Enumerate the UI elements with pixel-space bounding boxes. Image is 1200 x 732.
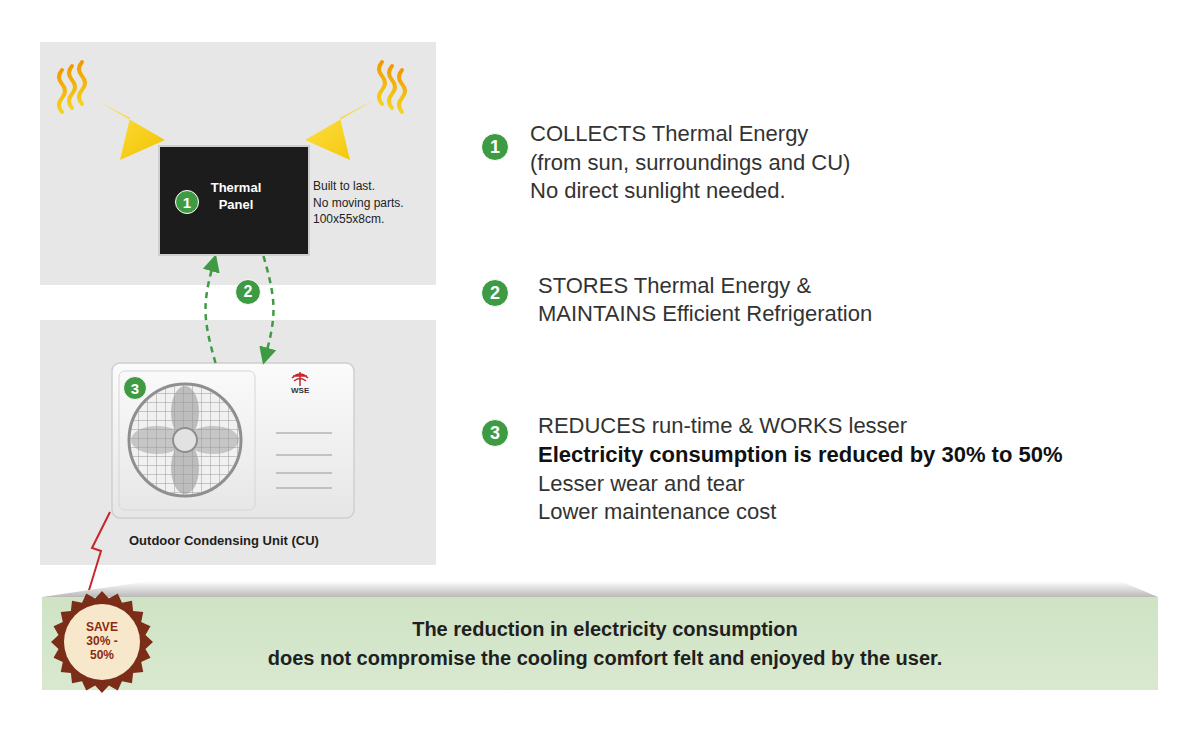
- save-badge: SAVE 30% - 50%: [50, 590, 154, 694]
- callout-number: 1: [490, 138, 500, 156]
- feature-text: Lesser wear and tear: [538, 471, 745, 496]
- node-text: Outdoor Condensing Unit (CU): [129, 533, 319, 548]
- callout-number: 3: [123, 376, 147, 400]
- callout-number: 2: [244, 284, 253, 300]
- feature-text: COLLECTS Thermal Energy: [530, 121, 808, 146]
- callout-number: 2: [481, 279, 509, 307]
- lightning-bolt: [86, 512, 110, 600]
- brand-logo-text: WSE: [291, 386, 309, 395]
- node-text: The reduction in electricity consumption: [402, 615, 798, 644]
- bottom-panel-ground: [40, 320, 436, 565]
- band-shelf: [42, 581, 1158, 597]
- callout-number: 1: [183, 195, 191, 210]
- feature-text: Lower maintenance cost: [538, 499, 776, 524]
- spec-note: No moving parts.: [313, 197, 404, 211]
- callout-number: 1: [175, 190, 199, 214]
- summary-band: The reduction in electricity consumption…: [42, 597, 1158, 690]
- thermal-panel: Thermal Panel 1: [158, 145, 310, 256]
- spec-note: 100x55x8cm.: [313, 213, 384, 227]
- callout-number: 2: [490, 284, 500, 302]
- node-text: SAVE 30% - 50%: [79, 621, 125, 662]
- callout-number: 3: [131, 381, 139, 396]
- condensing-unit: [112, 363, 354, 518]
- sun-arrow: [305, 100, 374, 160]
- heat-waves: [59, 62, 405, 112]
- callout-number: 3: [481, 419, 509, 447]
- dashed-arrow: [206, 256, 216, 363]
- callout-number: 2: [235, 279, 261, 305]
- node-text: does not compromise the cooling comfort …: [258, 644, 943, 673]
- condensing-unit-box: Outdoor Condensing Unit (CU) 3: [112, 363, 354, 555]
- callout-number: 3: [490, 424, 500, 442]
- feature-text: MAINTAINS Efficient Refrigeration: [538, 301, 872, 326]
- sun-arrow: [96, 100, 165, 160]
- dashed-arrow: [264, 256, 274, 363]
- node-text: Thermal Panel: [198, 180, 274, 214]
- top-panel-ground: [40, 42, 436, 285]
- spec-note: Built to last.: [313, 180, 375, 194]
- badge-face: [64, 604, 140, 680]
- feature-text: (from sun, surroundings and CU): [530, 150, 850, 175]
- feature-text: Electricity consumption is reduced by 30…: [538, 442, 1063, 467]
- feature-text: STORES Thermal Energy &: [538, 273, 811, 298]
- feature-text: REDUCES run-time & WORKS lesser: [538, 413, 907, 438]
- feature-text: No direct sunlight needed.: [530, 178, 786, 203]
- callout-number: 1: [481, 133, 509, 161]
